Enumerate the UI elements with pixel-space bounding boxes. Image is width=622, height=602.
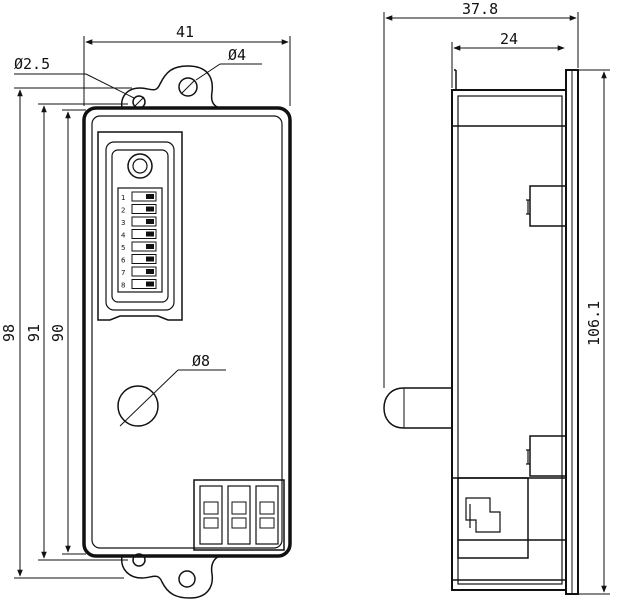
- height-91-label: 91: [25, 324, 43, 342]
- side-body: [451, 89, 567, 591]
- dip-switch-slot: [131, 191, 157, 202]
- dip-switch-knob: [146, 206, 154, 212]
- dip-switch-rows: 1 2 3 4 5 6 7 8: [121, 191, 157, 290]
- knob-hole: [117, 385, 159, 427]
- dip-switch-knob: [146, 231, 154, 237]
- dip-switch-knob: [146, 256, 154, 262]
- connector-screw: [127, 153, 153, 179]
- side-upper-latch: [529, 185, 567, 227]
- bottom-mounting-ear: [120, 555, 223, 599]
- depth-body-label: 24: [500, 30, 518, 48]
- dip-switch-number: 7: [121, 269, 125, 277]
- dip-switch-knob: [146, 269, 154, 274]
- hole-knob-label: Ø8: [192, 352, 210, 370]
- terminal-slots: [199, 485, 279, 545]
- top-mount-hole: [178, 77, 198, 97]
- side-height-label: 106.1: [585, 301, 603, 346]
- dip-switch-number: 2: [121, 207, 125, 215]
- dip-switch-number: 8: [121, 282, 125, 290]
- dip-switch-number: 6: [121, 257, 126, 265]
- dip-switch-knob: [146, 281, 154, 287]
- terminal-block: [193, 479, 285, 551]
- dip-switch-knob: [146, 219, 154, 224]
- dip-switch-number: 3: [121, 219, 125, 227]
- side-lower-latch: [529, 435, 567, 477]
- dip-switch-slot: [131, 204, 157, 214]
- width-label: 41: [176, 23, 194, 41]
- side-terminal: [457, 477, 529, 559]
- dip-switch-slot: [131, 216, 157, 227]
- bottom-mount-hole: [178, 570, 196, 588]
- dip-switch-number: 4: [121, 232, 126, 240]
- dip-switch-slot: [131, 266, 157, 277]
- height-98-label: 98: [0, 324, 18, 342]
- hole-mount-label: Ø4: [228, 46, 246, 64]
- side-view: 37.8 24 106.1: [383, 0, 610, 595]
- dip-switch-number: 5: [121, 244, 125, 252]
- dip-switch-slot: [131, 279, 157, 289]
- bottom-small-hole: [132, 553, 146, 567]
- side-knob: [383, 387, 452, 429]
- hole-small-label: Ø2.5: [14, 55, 50, 73]
- dip-switch-knob: [146, 194, 154, 199]
- dip-switch-bank: [117, 187, 163, 293]
- dip-switch-knob: [146, 244, 154, 249]
- height-90-label: 90: [49, 324, 67, 342]
- dip-switch-slot: [131, 229, 157, 239]
- depth-total-label: 37.8: [462, 0, 498, 18]
- front-housing-outer: [82, 106, 292, 558]
- front-view: 1 2 3 4 5 6 7 8 41 Ø2.5 Ø4: [0, 23, 292, 599]
- dip-switch-slot: [131, 254, 157, 264]
- dip-switch-slot: [131, 241, 157, 252]
- dip-switch-number: 1: [121, 194, 125, 202]
- dip-switch-connector: [97, 131, 183, 321]
- front-housing-inner: [91, 115, 283, 549]
- top-mounting-ear: [120, 65, 223, 109]
